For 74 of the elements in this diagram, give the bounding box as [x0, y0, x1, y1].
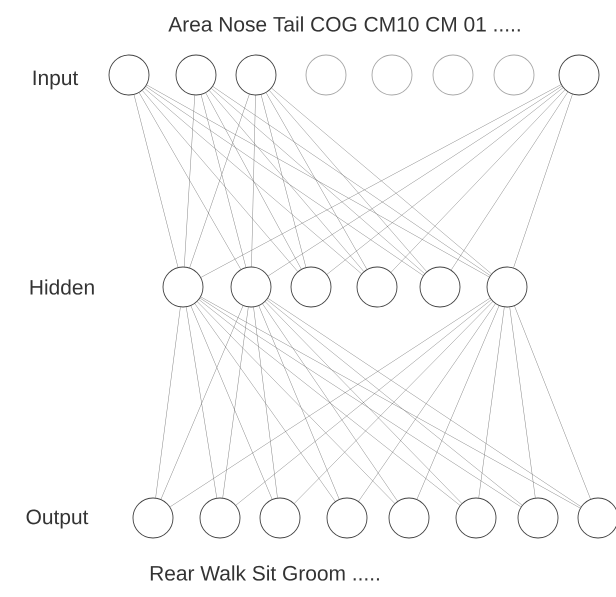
connection-line	[200, 296, 580, 508]
neuron-circle	[372, 54, 412, 96]
connection-line	[451, 92, 568, 270]
neuron-circle	[388, 498, 430, 538]
connection-line	[194, 303, 336, 502]
connection-line	[513, 94, 573, 268]
neuron-circle	[456, 498, 496, 538]
neuron-circle	[558, 54, 600, 96]
connection-line	[206, 92, 302, 270]
connection-line	[186, 307, 217, 498]
connection-line	[326, 87, 564, 274]
connection-line	[222, 307, 248, 498]
connection-line	[146, 84, 490, 278]
neuron-circle	[326, 498, 368, 538]
neuron-circle	[494, 54, 534, 96]
connection-line	[514, 306, 591, 500]
connection-line	[294, 301, 493, 504]
connection-line	[170, 298, 490, 508]
connection-line	[268, 86, 562, 276]
layer-label: Output	[26, 510, 88, 528]
connection-line	[134, 94, 178, 268]
connection-line	[142, 90, 298, 272]
connection-line	[416, 306, 500, 500]
connection-line	[260, 94, 306, 268]
connection-line	[200, 94, 246, 268]
neuron-circle	[290, 266, 332, 308]
connection-line	[266, 92, 368, 270]
connection-line	[144, 88, 362, 274]
connection-line	[269, 90, 427, 272]
neuron-circle	[432, 54, 474, 96]
connection-line	[262, 304, 398, 502]
connection-line	[251, 95, 256, 267]
connection-line	[358, 304, 496, 502]
connection-line	[139, 92, 241, 270]
connection-line	[155, 307, 181, 498]
connection-line	[189, 94, 250, 268]
connection-line	[390, 90, 566, 272]
connection-line	[258, 306, 340, 500]
connection-line	[265, 301, 462, 504]
connection-line	[200, 298, 522, 508]
connection-line	[200, 84, 562, 278]
connection-line	[209, 90, 364, 272]
connection-line	[146, 86, 424, 276]
neuron-circle	[200, 498, 240, 538]
neuron-circle	[162, 266, 204, 308]
feature-label: Rear Walk Sit Groom .....	[150, 565, 379, 581]
connection-line	[268, 298, 582, 507]
connection-line	[198, 299, 460, 506]
connection-line	[271, 88, 492, 274]
feature-label: Area Nose Tail COG CM10 CM 01 .....	[168, 16, 520, 32]
connection-line	[236, 300, 492, 506]
neuron-circle	[176, 54, 216, 96]
neuron-circle	[518, 498, 558, 538]
neuron-circle	[356, 266, 398, 308]
neuron-circle	[486, 266, 528, 308]
layer-label: Hidden	[30, 279, 94, 295]
neuron-circle	[260, 498, 300, 538]
connection-line	[160, 306, 244, 500]
connection-line	[253, 307, 278, 498]
neuron-circle	[132, 498, 174, 538]
connection-line	[184, 95, 195, 267]
connection-line	[211, 88, 425, 274]
connection-line	[197, 301, 395, 504]
neuron-circle	[108, 54, 150, 96]
layer-label: Input	[34, 70, 78, 90]
neuron-circle	[420, 266, 460, 308]
neuron-circle	[306, 54, 346, 96]
connection-line	[266, 300, 522, 506]
connection-line	[212, 86, 490, 276]
connection-line	[510, 307, 536, 498]
neuron-circle	[236, 54, 276, 96]
neuron-circle	[230, 266, 272, 308]
connection-line	[478, 307, 504, 498]
connection-line	[190, 306, 272, 500]
